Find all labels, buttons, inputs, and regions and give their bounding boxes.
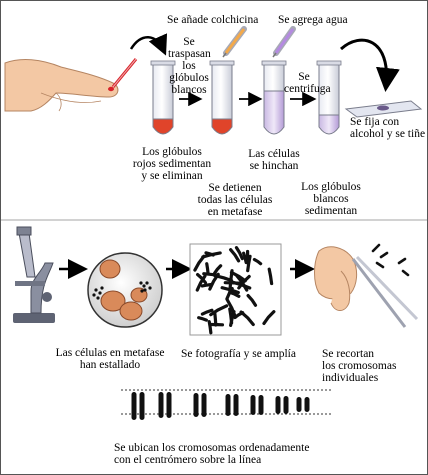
karyotype-chromosome <box>250 395 256 415</box>
karyotype-chromosome <box>233 394 239 416</box>
photo-chromosome <box>209 304 229 317</box>
karyotype-chromosome <box>275 396 281 414</box>
karyotype-chromosome <box>193 393 199 417</box>
tube-red-sediment <box>150 60 176 135</box>
photo-chromosome <box>229 248 241 263</box>
photo-chromosome <box>197 316 208 322</box>
label-photograph: Se fotografía y se amplía <box>181 348 296 360</box>
karyotype-chromosome <box>139 392 145 420</box>
tube-wbc-transfer <box>209 60 235 135</box>
photo-chromosome <box>267 267 274 286</box>
microscope-slide <box>344 100 423 118</box>
finger-prick-illustration <box>4 58 138 112</box>
arrow-to-tube-1 <box>129 33 168 56</box>
photo-chromosome <box>246 254 252 273</box>
water-pipette <box>272 26 296 58</box>
photo-chromosome <box>207 319 213 335</box>
photo-chromosome <box>204 251 215 257</box>
karyotype-arrangement <box>121 389 331 420</box>
photo-chromosome <box>228 269 234 292</box>
karyotype-chromosome <box>225 394 231 416</box>
metaphase-cells-view <box>87 252 163 328</box>
karyotype-chromosome <box>283 396 289 414</box>
tube-cells-swell <box>261 60 287 135</box>
photo-chromosome <box>213 264 223 275</box>
label-add-colchicine: Se añade colchicina <box>167 14 259 26</box>
label-wbc-sediment: Los glóbulos blancos sedimentan <box>301 181 361 217</box>
karyotype-chromosome <box>158 392 164 418</box>
photo-chromosome <box>234 246 244 261</box>
label-metaphase-stop: Se detienen todas las células en metafas… <box>197 182 273 218</box>
karyotype-chromosome <box>258 395 264 415</box>
karyotype-chromosome <box>201 393 207 417</box>
label-cut-out: Se recortan los cromosomas individuales <box>322 348 397 384</box>
karyotype-chromosome <box>304 397 310 412</box>
label-fix-stain: Se fija con alcohol y se tiñe <box>350 116 426 140</box>
label-cells-swell: Las células se hinchan <box>248 148 300 172</box>
chromosome-photograph <box>189 243 282 336</box>
photo-chromosome <box>200 308 214 316</box>
colchicine-pipette <box>222 26 247 58</box>
label-rbc-sediment: Los glóbulos rojos sedimentan y se elimi… <box>132 146 212 182</box>
photo-chromosome <box>193 254 206 272</box>
label-add-water: Se agrega agua <box>278 14 348 26</box>
label-centrifuge: Se centrifuga <box>284 71 331 95</box>
karyotype-chromosome <box>131 392 137 420</box>
label-cells-burst: Las células en metafase han estallado <box>55 347 165 371</box>
photo-chromosome <box>225 297 238 319</box>
label-transfer-wbc: Se traspasan los glóbulos blancos <box>168 36 211 96</box>
label-arrange: Se ubican los cromosomas ordenadamente c… <box>114 442 310 466</box>
photo-chromosome <box>262 310 276 325</box>
photo-chromosome <box>205 262 210 275</box>
arrow-to-slide <box>339 38 400 92</box>
tube-wbc-sediment <box>316 60 342 135</box>
microscope-illustration <box>13 226 55 323</box>
photo-chromosome <box>242 251 248 265</box>
photo-chromosome <box>202 272 220 277</box>
scissors-hand-illustration <box>314 243 419 328</box>
photo-chromosome <box>246 294 258 307</box>
karyotype-chromosome <box>166 392 172 418</box>
photo-chromosome <box>196 272 207 285</box>
photo-chromosome <box>229 270 247 283</box>
karyotype-chromosome <box>296 397 302 412</box>
photo-chromosome <box>200 282 213 288</box>
photo-chromosome <box>252 257 263 266</box>
